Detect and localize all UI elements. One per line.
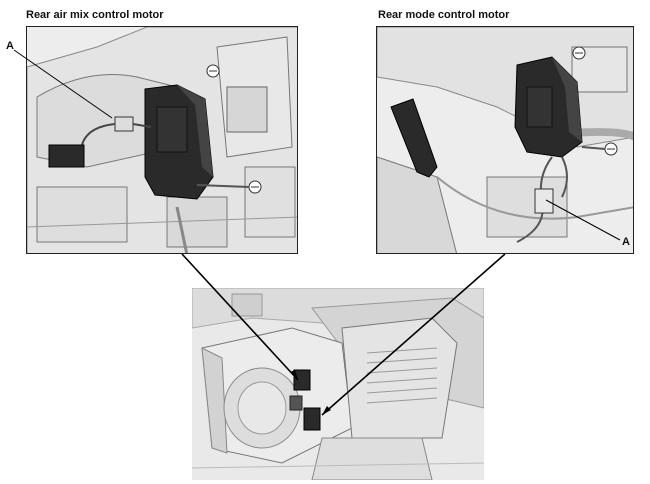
callout-a-leader-left — [13, 49, 113, 119]
callout-a-leader-right — [545, 199, 621, 241]
air-mix-motor-detail-panel — [26, 26, 298, 254]
air-mix-motor-illustration — [27, 27, 297, 253]
air-mix-motor-connector-line — [181, 253, 299, 381]
mode-motor-illustration — [377, 27, 633, 253]
hvac-unit-illustration — [192, 288, 484, 480]
mode-motor-detail-panel — [376, 26, 634, 254]
callout-a-right: A — [622, 236, 630, 248]
air-mix-motor-arrowhead — [290, 370, 298, 380]
hvac-unit-overview-panel — [192, 288, 484, 480]
callout-a-left: A — [6, 40, 14, 52]
mode-motor-connector-line — [321, 253, 506, 416]
caption-rear-mode-control-motor: Rear mode control motor — [378, 9, 510, 21]
mode-motor-arrowhead — [322, 406, 331, 415]
caption-rear-air-mix-control-motor: Rear air mix control motor — [26, 9, 164, 21]
